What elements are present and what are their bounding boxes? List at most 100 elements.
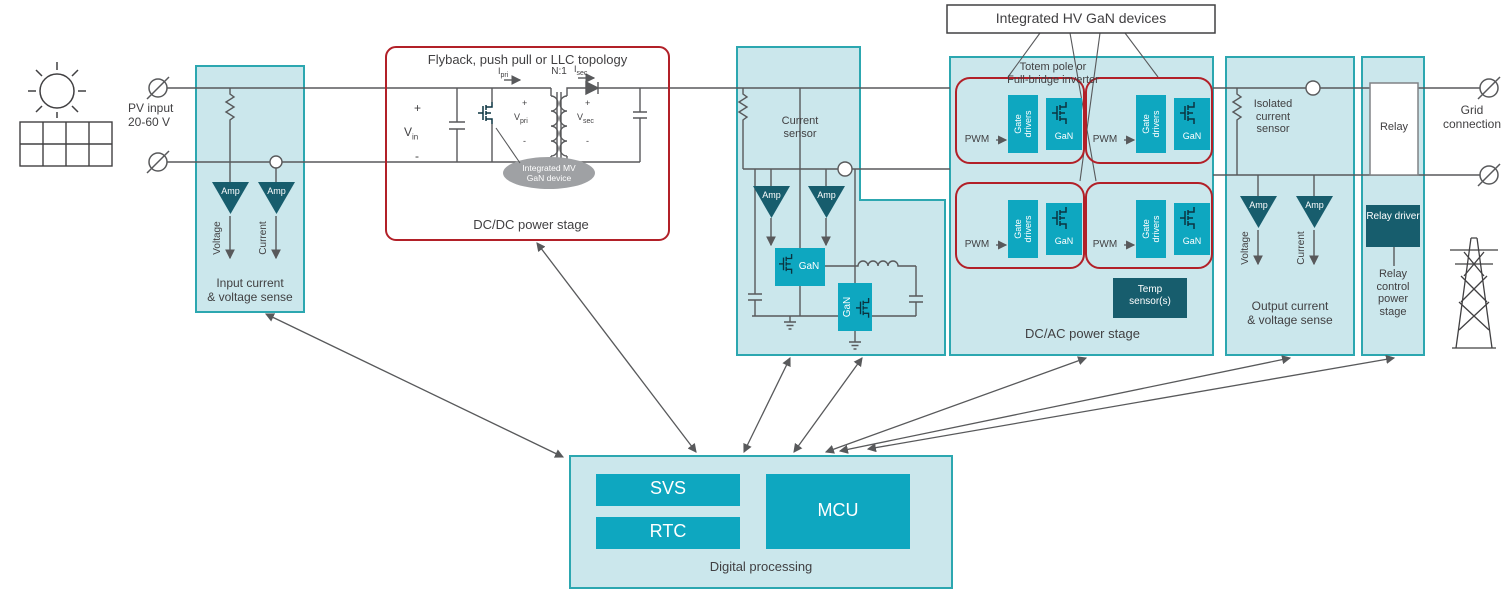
isec-sub: sec [576,69,588,77]
relay-stage-caption: Relay control power stage [1376,268,1410,318]
dcac-title-line1: Totem pole or [1019,61,1087,73]
temp-sensor-label: Temp sensor(s) [1113,284,1187,307]
boost-circuit [737,88,923,350]
grid-terminals [1477,76,1501,187]
input-sense-circuit [224,88,283,260]
input-sense-caption-line1: Input current [216,276,284,290]
vsec-plus: + [585,98,591,108]
vsec-sub: sec [583,117,594,125]
gan-label-3: GaN [1054,236,1074,246]
output-sense-caption-line2: & voltage sense [1247,312,1333,327]
rtc-box [596,517,740,549]
vsec-base: V [577,112,584,122]
input-amp-triangles [212,182,295,214]
relay-box [1369,82,1419,176]
hv-banner-box [946,4,1216,34]
output-amp2-label: Amp [1305,200,1324,210]
dcac-caption: DC/AC power stage [1025,326,1140,341]
relay-driver-box [1366,205,1420,247]
input-amp1-label: Amp [221,186,240,196]
pv-input-line1: PV input [128,101,174,115]
gate-driver-boxes [1008,95,1166,258]
output-amp-triangles [1240,196,1333,228]
ipri-sub: pri [500,71,509,79]
dcac-title-line2: Full-bridge inverter [1007,73,1099,86]
relay-driver-label: Relay driver [1366,211,1420,222]
mcu-box [766,474,910,549]
gan-label-1: GaN [1054,131,1074,141]
vpri-minus: - [523,136,526,146]
output-sense-caption: Output current & voltage sense [1226,299,1354,328]
pv-terminals [146,76,170,174]
boost-amp2-label: Amp [817,190,836,200]
digital-processing-caption: Digital processing [709,559,813,574]
pwm-label-4: PWM [1092,239,1118,250]
temp-sensor-line1: Temp [1137,284,1163,295]
svs-box [596,474,740,506]
boost-gan2-box [838,283,872,331]
grid-connection-label: Grid connection [1442,103,1502,131]
output-voltage-label: Voltage [1240,231,1251,265]
isec-base: I [574,64,577,74]
vin-plus: + [414,101,422,115]
input-amp2-label: Amp [267,186,286,196]
dcac-title: Totem pole or Full-bridge inverter [973,61,1133,86]
dcdc-circuit [449,73,647,163]
turns-ratio-label: N:1 [551,66,567,77]
relay-label: Relay [1379,121,1409,133]
svs-label: SVS [649,478,687,498]
hv-banner-label: Integrated HV GaN devices [995,10,1167,26]
vin-sub: in [412,132,419,142]
output-sense-caption-line1: Output current [1251,299,1329,313]
input-current-label: Current [258,221,269,255]
current-sensor-line2: sensor [783,127,817,140]
temp-sensor-line2: sensor(s) [1129,295,1171,307]
pv-input-label: PV input 20-60 V [128,101,198,130]
input-sense-caption: Input current & voltage sense [196,276,304,305]
mv-gan-ellipse [503,157,595,189]
mv-gan-pointer-line [495,127,521,164]
mv-gan-line2: GaN device [526,173,572,183]
vpri-label: Vpri [514,112,528,126]
mv-gan-label: Integrated MV GaN device [503,163,595,183]
isec-label: Isec [574,64,587,78]
mcu-label: MCU [817,500,859,520]
boost-amp1-label: Amp [762,190,781,200]
current-sensor-line1: Current [781,115,819,127]
transmission-tower-icon [1450,237,1498,349]
gate-drivers-label-1: Gate drivers [1013,110,1033,138]
vin-base: V [404,125,413,139]
gate-drivers-label-3: Gate drivers [1013,215,1033,243]
sun-icon [28,62,86,118]
boost-gan2-label: GaN [842,296,853,318]
gan-label-2: GaN [1182,131,1202,141]
hv-gan-highlight-outlines [955,77,1213,269]
current-sensor-label: Current sensor [767,115,833,140]
gan-label-4: GaN [1182,236,1202,246]
input-sense-caption-line2: & voltage sense [207,289,293,304]
pwm-label-1: PWM [964,134,990,145]
temp-sensor-box [1113,278,1187,318]
boost-gan1-label: GaN [798,261,820,272]
pwm-label-2: PWM [1092,134,1118,145]
dcdc-mosfet-glyph [477,101,493,125]
vpri-plus: + [522,98,528,108]
ipri-label: Ipri [498,66,508,80]
pv-input-line2: 20-60 V [128,114,171,129]
gate-drivers-label-4: Gate drivers [1141,215,1161,243]
vin-label: Vin [404,125,419,142]
dcdc-title: Flyback, push pull or LLC topology [427,52,628,67]
dcdc-caption: DC/DC power stage [473,217,589,232]
pwm-label-3: PWM [964,239,990,250]
mv-gan-line1: Integrated MV [522,163,576,173]
digital-inner-boxes [596,474,910,549]
vin-minus: - [415,149,419,163]
ipri-base: I [498,66,501,76]
dcac-cells-graphics [955,77,1213,318]
output-current-label: Current [1296,231,1307,265]
dcdc-outline [385,46,670,241]
gate-drivers-label-2: Gate drivers [1141,110,1161,138]
pwm-arrows [996,135,1136,250]
